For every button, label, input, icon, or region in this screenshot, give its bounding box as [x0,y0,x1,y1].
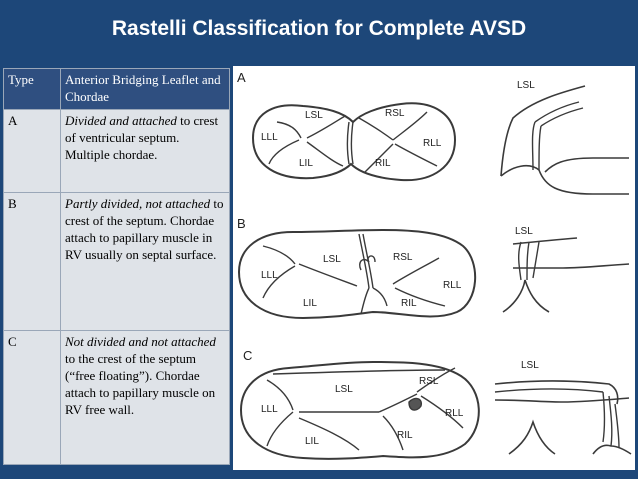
leaflet-label: LSL [305,110,323,121]
header-type: Type [3,68,61,110]
leaflet-label: RIL [401,298,417,309]
table-row: B Partly divided, not attached to crest … [3,192,230,331]
leaflet-label: RSL [385,108,405,119]
leaflet-label: RIL [397,430,413,441]
leaflet-label: LIL [305,436,319,447]
leaflet-label: LIL [303,298,317,309]
table-header-row: Type Anterior Bridging Leaflet and Chord… [3,68,230,110]
rastelli-table: Type Anterior Bridging Leaflet and Chord… [3,68,230,465]
panel-label: C [243,348,252,363]
header-leaflet: Anterior Bridging Leaflet and Chordae [60,68,230,110]
valve-diagram: A LSL RSL LLL RLL LIL [237,70,632,460]
side-view [500,85,629,195]
slide-title: Rastelli Classification for Complete AVS… [111,17,527,40]
side-view-label: LSL [517,80,535,91]
row-description-italic: Divided and attached [65,113,177,128]
figure-panel: A LSL RSL LLL RLL LIL [233,66,635,470]
valve-outline [251,102,457,182]
leaflet-label: LSL [323,254,341,265]
leaflet-label: RLL [423,138,442,149]
row-description: Not divided and not attached to the cres… [60,330,230,465]
leaflet-label: RSL [419,376,439,387]
leaflet-label: RLL [445,408,464,419]
panel-label: A [237,70,246,85]
leaflet-label: LLL [261,270,278,281]
side-view [494,380,632,455]
valve-outline [237,228,476,320]
leaflet-label: LIL [299,158,313,169]
row-description-italic: Partly divided, not attached [65,196,211,211]
leaflet-label: LSL [335,384,353,395]
side-view-label: LSL [521,360,539,371]
row-description-rest: to the crest of the septum (“free floati… [65,351,216,417]
leaflet-label: LLL [261,132,278,143]
row-type: C [3,330,61,465]
panel-b: B LSL RSL LLL RLL LIL [237,216,630,320]
leaflet-label: RLL [443,280,462,291]
leaflet-label: RIL [375,158,391,169]
row-description-rest: to crest of ventricular septum. Multiple… [65,113,219,162]
row-description-rest: to crest of the septum. Chordae attach t… [65,196,224,262]
table-row: C Not divided and not attached to the cr… [3,330,230,465]
valve-outline [239,360,480,460]
leaflet-label: RSL [393,252,413,263]
panel-label: B [237,216,246,231]
table-row: A Divided and attached to crest of ventr… [3,109,230,193]
row-type: A [3,109,61,193]
row-description-italic: Not divided and not attached [65,334,216,349]
row-description: Divided and attached to crest of ventric… [60,109,230,193]
row-type: B [3,192,61,331]
panel-a: A LSL RSL LLL RLL LIL [237,70,629,195]
leaflet-label: LLL [261,404,278,415]
side-view-label: LSL [515,226,533,237]
side-view [502,237,630,313]
panel-c: C LSL RSL LLL RLL LIL [239,348,632,460]
row-description: Partly divided, not attached to crest of… [60,192,230,331]
